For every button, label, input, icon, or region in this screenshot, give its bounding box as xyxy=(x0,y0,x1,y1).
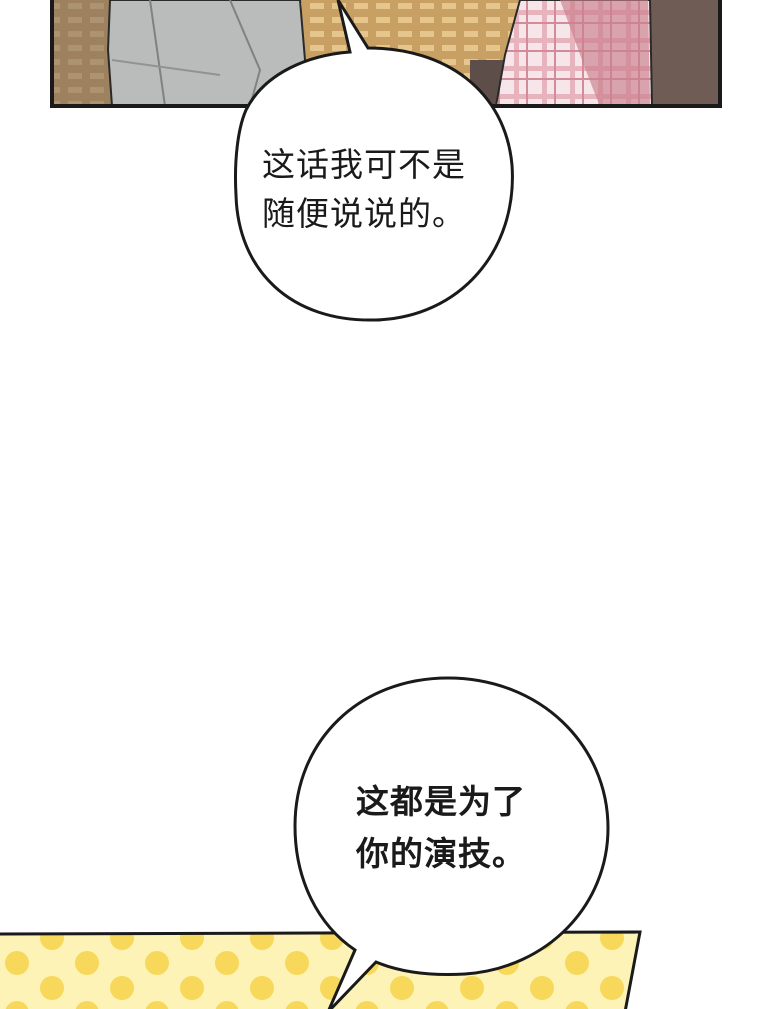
speech-text-bottom: 这都是为了 你的演技。 xyxy=(356,782,526,873)
speech-bubble-top xyxy=(234,0,514,322)
speech-bubble-bottom xyxy=(293,676,610,1009)
speech-text-top: 这话我可不是 随便说说的。 xyxy=(262,145,466,233)
bottom-panel-border xyxy=(0,930,642,1009)
bottom-panel xyxy=(0,932,640,1009)
top-panel xyxy=(52,0,720,106)
